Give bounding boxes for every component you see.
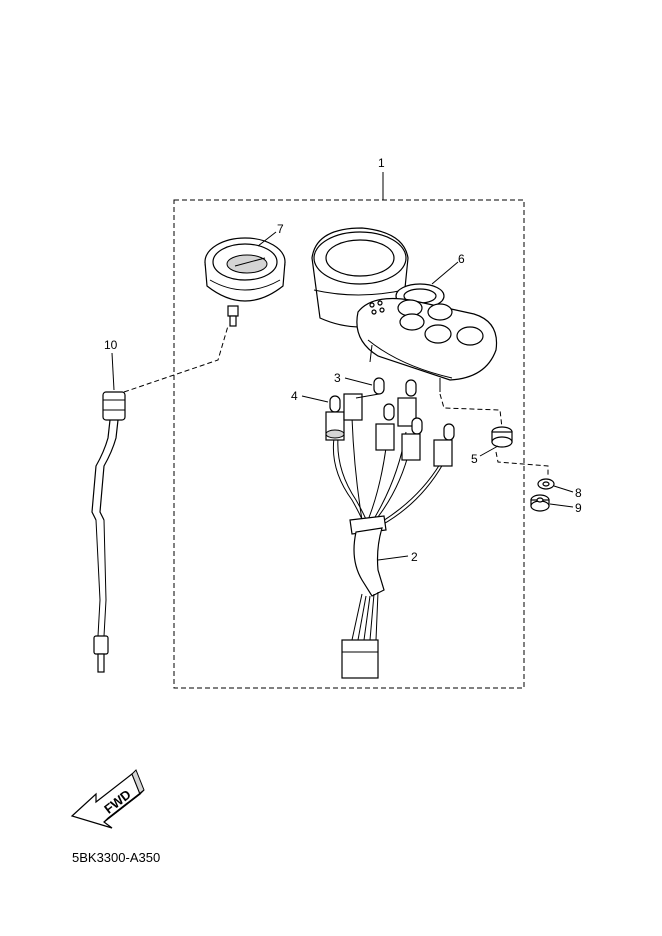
svg-text:5: 5 — [471, 452, 478, 466]
bulb-socket-c — [397, 379, 417, 427]
nut — [530, 494, 550, 512]
svg-text:1: 1 — [378, 156, 385, 170]
svg-text:7: 7 — [277, 222, 284, 236]
cable-leader — [123, 325, 229, 393]
grommet-leader — [439, 393, 503, 429]
indicator-panel — [356, 297, 498, 392]
callout-7[interactable]: 7 — [257, 222, 284, 247]
bulb-socket-d — [375, 403, 395, 451]
meter-housing — [311, 227, 445, 328]
callout-5[interactable]: 5 — [471, 445, 499, 466]
svg-text:2: 2 — [411, 550, 418, 564]
svg-text:10: 10 — [104, 338, 118, 352]
assembly-boundary — [173, 199, 525, 689]
svg-text:8: 8 — [575, 486, 582, 500]
svg-text:3: 3 — [334, 371, 341, 385]
callout-9[interactable]: 9 — [549, 501, 582, 515]
speedometer-cable — [91, 391, 126, 673]
svg-text:6: 6 — [458, 252, 465, 266]
callout-10[interactable]: 10 — [104, 338, 118, 391]
washer — [537, 478, 555, 490]
wire-harness — [332, 417, 444, 679]
callout-2[interactable]: 2 — [377, 550, 418, 564]
svg-text:9: 9 — [575, 501, 582, 515]
forward-arrow-icon: FWD — [70, 769, 145, 829]
washer-leader — [495, 451, 549, 476]
callout-3[interactable]: 3 — [334, 371, 373, 386]
bulb-socket-f — [433, 423, 455, 467]
callout-1[interactable]: 1 — [378, 156, 385, 200]
callout-4[interactable]: 4 — [291, 389, 329, 403]
callout-6[interactable]: 6 — [431, 252, 465, 285]
bulb-socket-a — [325, 395, 345, 441]
grommet — [491, 426, 513, 448]
svg-text:4: 4 — [291, 389, 298, 403]
bulb-socket-e — [401, 417, 423, 461]
gauge-unit — [204, 237, 286, 327]
reference-code: 5BK3300-A350 — [72, 850, 160, 865]
bulb-socket-b — [343, 377, 385, 421]
callout-8[interactable]: 8 — [553, 485, 582, 500]
